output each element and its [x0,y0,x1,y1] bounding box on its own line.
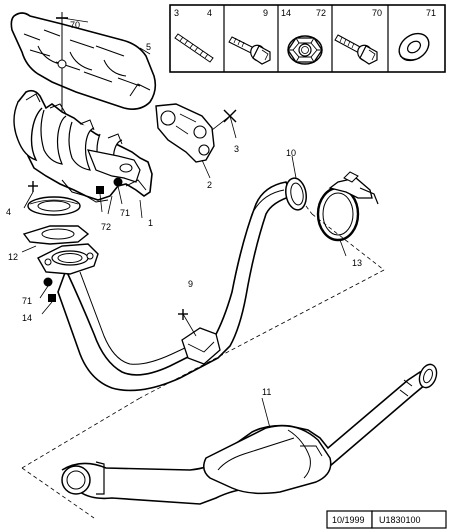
legend-cell-bolt-70: 70 [334,8,382,65]
pipe-clamp [316,171,379,242]
leader-lines [21,47,347,429]
legend-part-number: 14 [281,8,291,18]
legend-cell-nut: 14 72 [281,8,326,65]
manifold-gasket [155,103,215,163]
legend-quantity: 71 [426,8,436,18]
pipe-flange [37,243,99,275]
dashed-reference-outline [21,205,385,519]
legend-cell-stud: 3 4 [174,8,214,63]
stud-3-marker [211,109,237,139]
exhaust-manifold [13,89,153,203]
callout-71-lower: 71 [22,296,32,306]
washer-71-marker [113,177,123,205]
hex-nut-icon [287,35,323,65]
legend-part-number: 3 [174,8,179,18]
callout-2: 2 [207,180,212,190]
gasket-12 [22,225,90,245]
front-pipe [57,177,307,392]
callout-13: 13 [352,258,362,268]
legend-cell-washer: 71 [398,8,436,62]
nut-72-marker [96,186,104,213]
callout-10: 10 [286,148,296,158]
gasket-4 [27,196,81,216]
callout-14: 14 [22,313,32,323]
callout-5: 5 [146,42,151,52]
bolt-9-marker [178,309,197,337]
callout-1: 1 [148,218,153,228]
heat-shield [10,12,157,110]
callout-70: 70 [70,20,80,30]
stud-4-marker [23,181,38,209]
flanged-bolt-icon [228,36,271,65]
stud-icon [174,33,214,63]
legend-part-number: 70 [372,8,382,18]
washer-71-lower-marker [39,277,53,299]
flanged-bolt-icon [334,34,378,65]
callout-4: 4 [6,207,11,217]
callout-71: 71 [120,208,130,218]
catalytic-converter [61,363,438,505]
callout-12: 12 [8,252,18,262]
footer: 10/1999 U1830100 [326,510,447,529]
callout-labels: 70 5 3 10 2 4 71 72 1 12 13 9 71 14 11 [6,20,362,397]
callout-72: 72 [101,222,111,232]
callout-11: 11 [262,387,271,397]
parts-legend: 3 4 9 14 72 [169,4,446,73]
legend-quantity: 72 [316,8,326,18]
nut-14-marker [41,294,56,315]
legend-cell-bolt-9: 9 [228,8,271,65]
callout-3: 3 [234,144,239,154]
footer-reference: U1830100 [379,515,421,525]
legend-quantity: 4 [207,8,212,18]
callout-9: 9 [188,279,193,289]
footer-date: 10/1999 [332,515,365,525]
legend-part-number: 9 [263,8,268,18]
washer-icon [398,32,430,62]
